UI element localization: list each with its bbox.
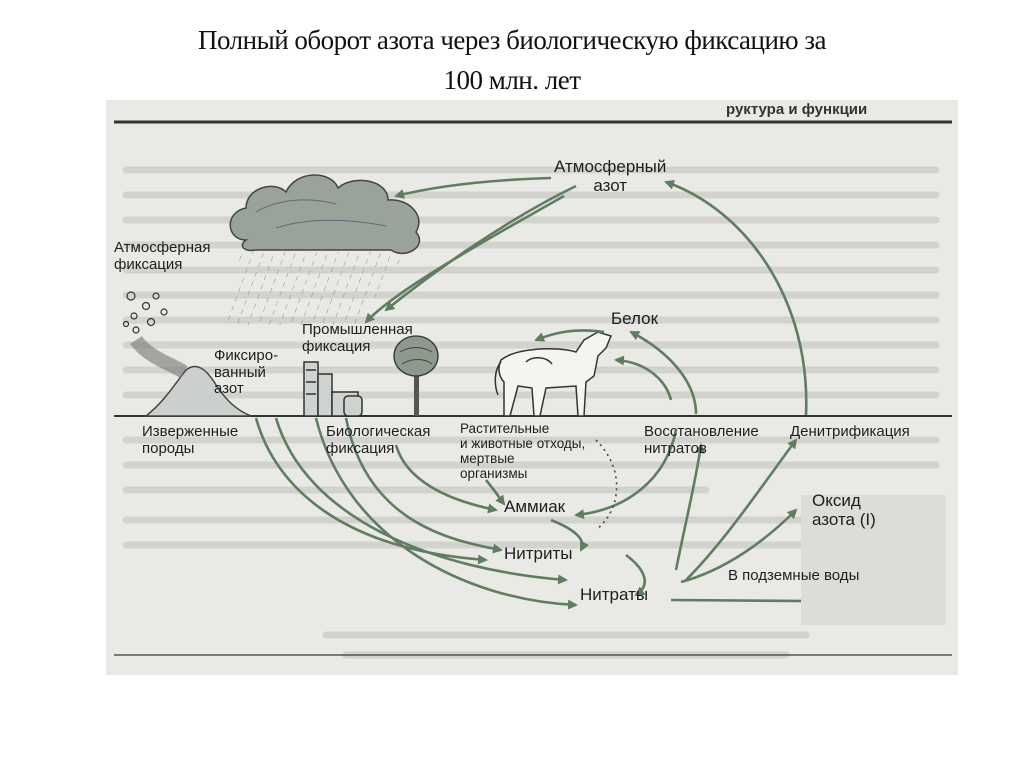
denitrification-label: Денитрификация <box>790 424 910 441</box>
atmospheric-fixation-label: Атмосферная фиксация <box>114 240 210 273</box>
biological-fixation-label: Биологическая фиксация <box>326 424 430 457</box>
nitrates-label: Нитраты <box>580 586 648 605</box>
waste-label: Растительные и животные отходы, мертвые … <box>460 422 585 481</box>
nitrogen-cycle-diagram: руктура и функции Атмосферный азот Атмос… <box>106 100 958 675</box>
fixed-nitrogen-label: Фиксиро- ванный азот <box>214 348 278 398</box>
nitrate-reduction-label: Восстановление нитратов <box>644 424 759 457</box>
groundwater-label: В подземные воды <box>728 568 859 585</box>
header-fragment: руктура и функции <box>726 102 867 119</box>
rain-icon <box>226 252 406 325</box>
atmospheric-nitrogen-label: Атмосферный азот <box>554 158 666 195</box>
cloud-icon <box>230 175 419 253</box>
igneous-rocks-label: Изверженные породы <box>142 424 238 457</box>
slide-title: Полный оборот азота через биологическую … <box>0 20 1024 100</box>
nitrogen-oxide-label: Оксид азота (I) <box>812 492 876 529</box>
title-line-2: 100 млн. лет <box>0 60 1024 100</box>
protein-label: Белок <box>611 310 658 329</box>
ammonia-label: Аммиак <box>504 498 565 517</box>
nitrites-label: Нитриты <box>504 545 573 564</box>
industrial-fixation-label: Промышленная фиксация <box>302 322 413 355</box>
title-line-1: Полный оборот азота через биологическую … <box>0 20 1024 60</box>
